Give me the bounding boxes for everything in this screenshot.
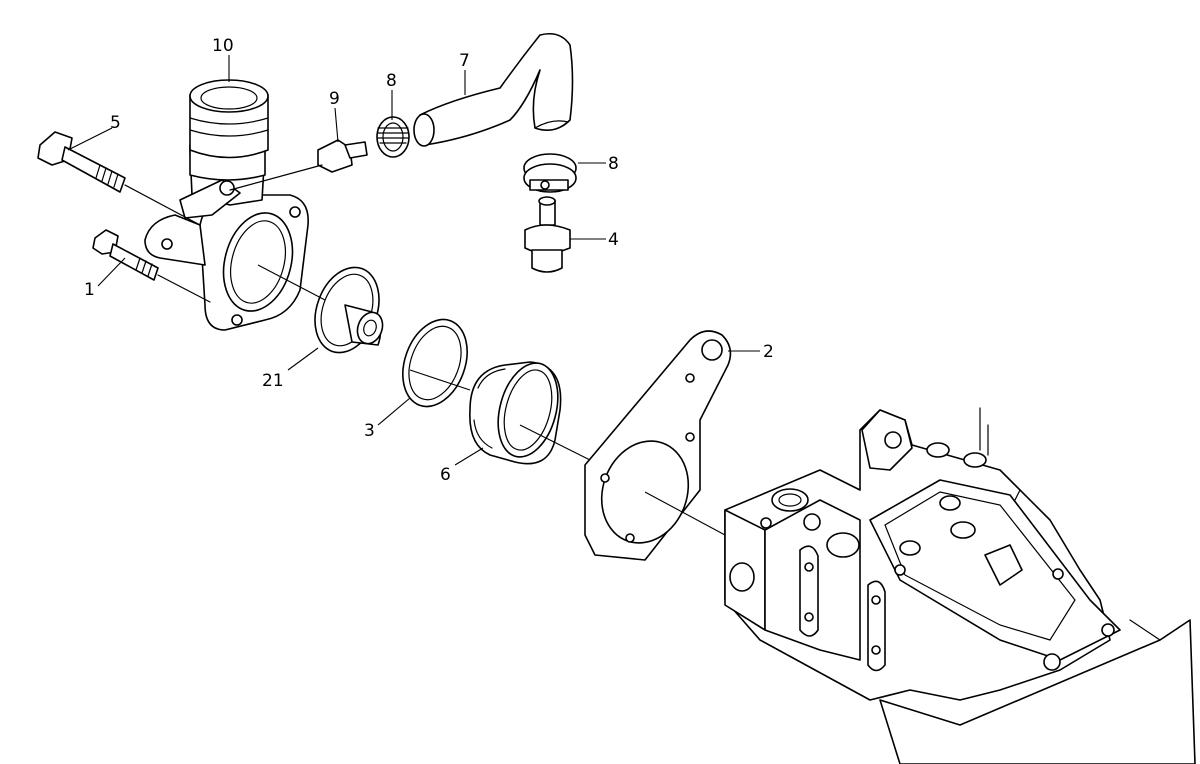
hose-clamp-upper [376,116,410,158]
sleeve [469,361,562,465]
callout-labels: 10 5 1 9 8 7 8 4 21 3 6 2 [84,36,774,485]
callout-2: 2 [763,342,774,362]
callout-7: 7 [459,51,470,71]
callout-4: 4 [608,230,619,250]
callout-5: 5 [110,113,121,133]
callout-21: 21 [262,371,284,391]
callout-8-upper: 8 [386,71,397,91]
bolt-short [92,229,211,303]
engine-block [724,407,1196,764]
thermostat-housing [144,79,309,331]
callout-1: 1 [84,280,95,300]
callout-8-lower: 8 [608,154,619,174]
pipe-fitting [524,196,571,273]
o-ring [402,318,468,408]
thermostat [314,266,384,354]
assembly-axis [257,264,726,536]
fitting-small [229,139,368,191]
callout-6: 6 [440,465,451,485]
callout-9: 9 [329,89,340,109]
callout-10: 10 [212,36,234,56]
callout-3: 3 [364,421,375,441]
bolt-long [37,131,201,226]
coolant-hose [413,32,574,147]
hose-clamp-lower [523,153,577,193]
callout-leaders [67,55,760,466]
